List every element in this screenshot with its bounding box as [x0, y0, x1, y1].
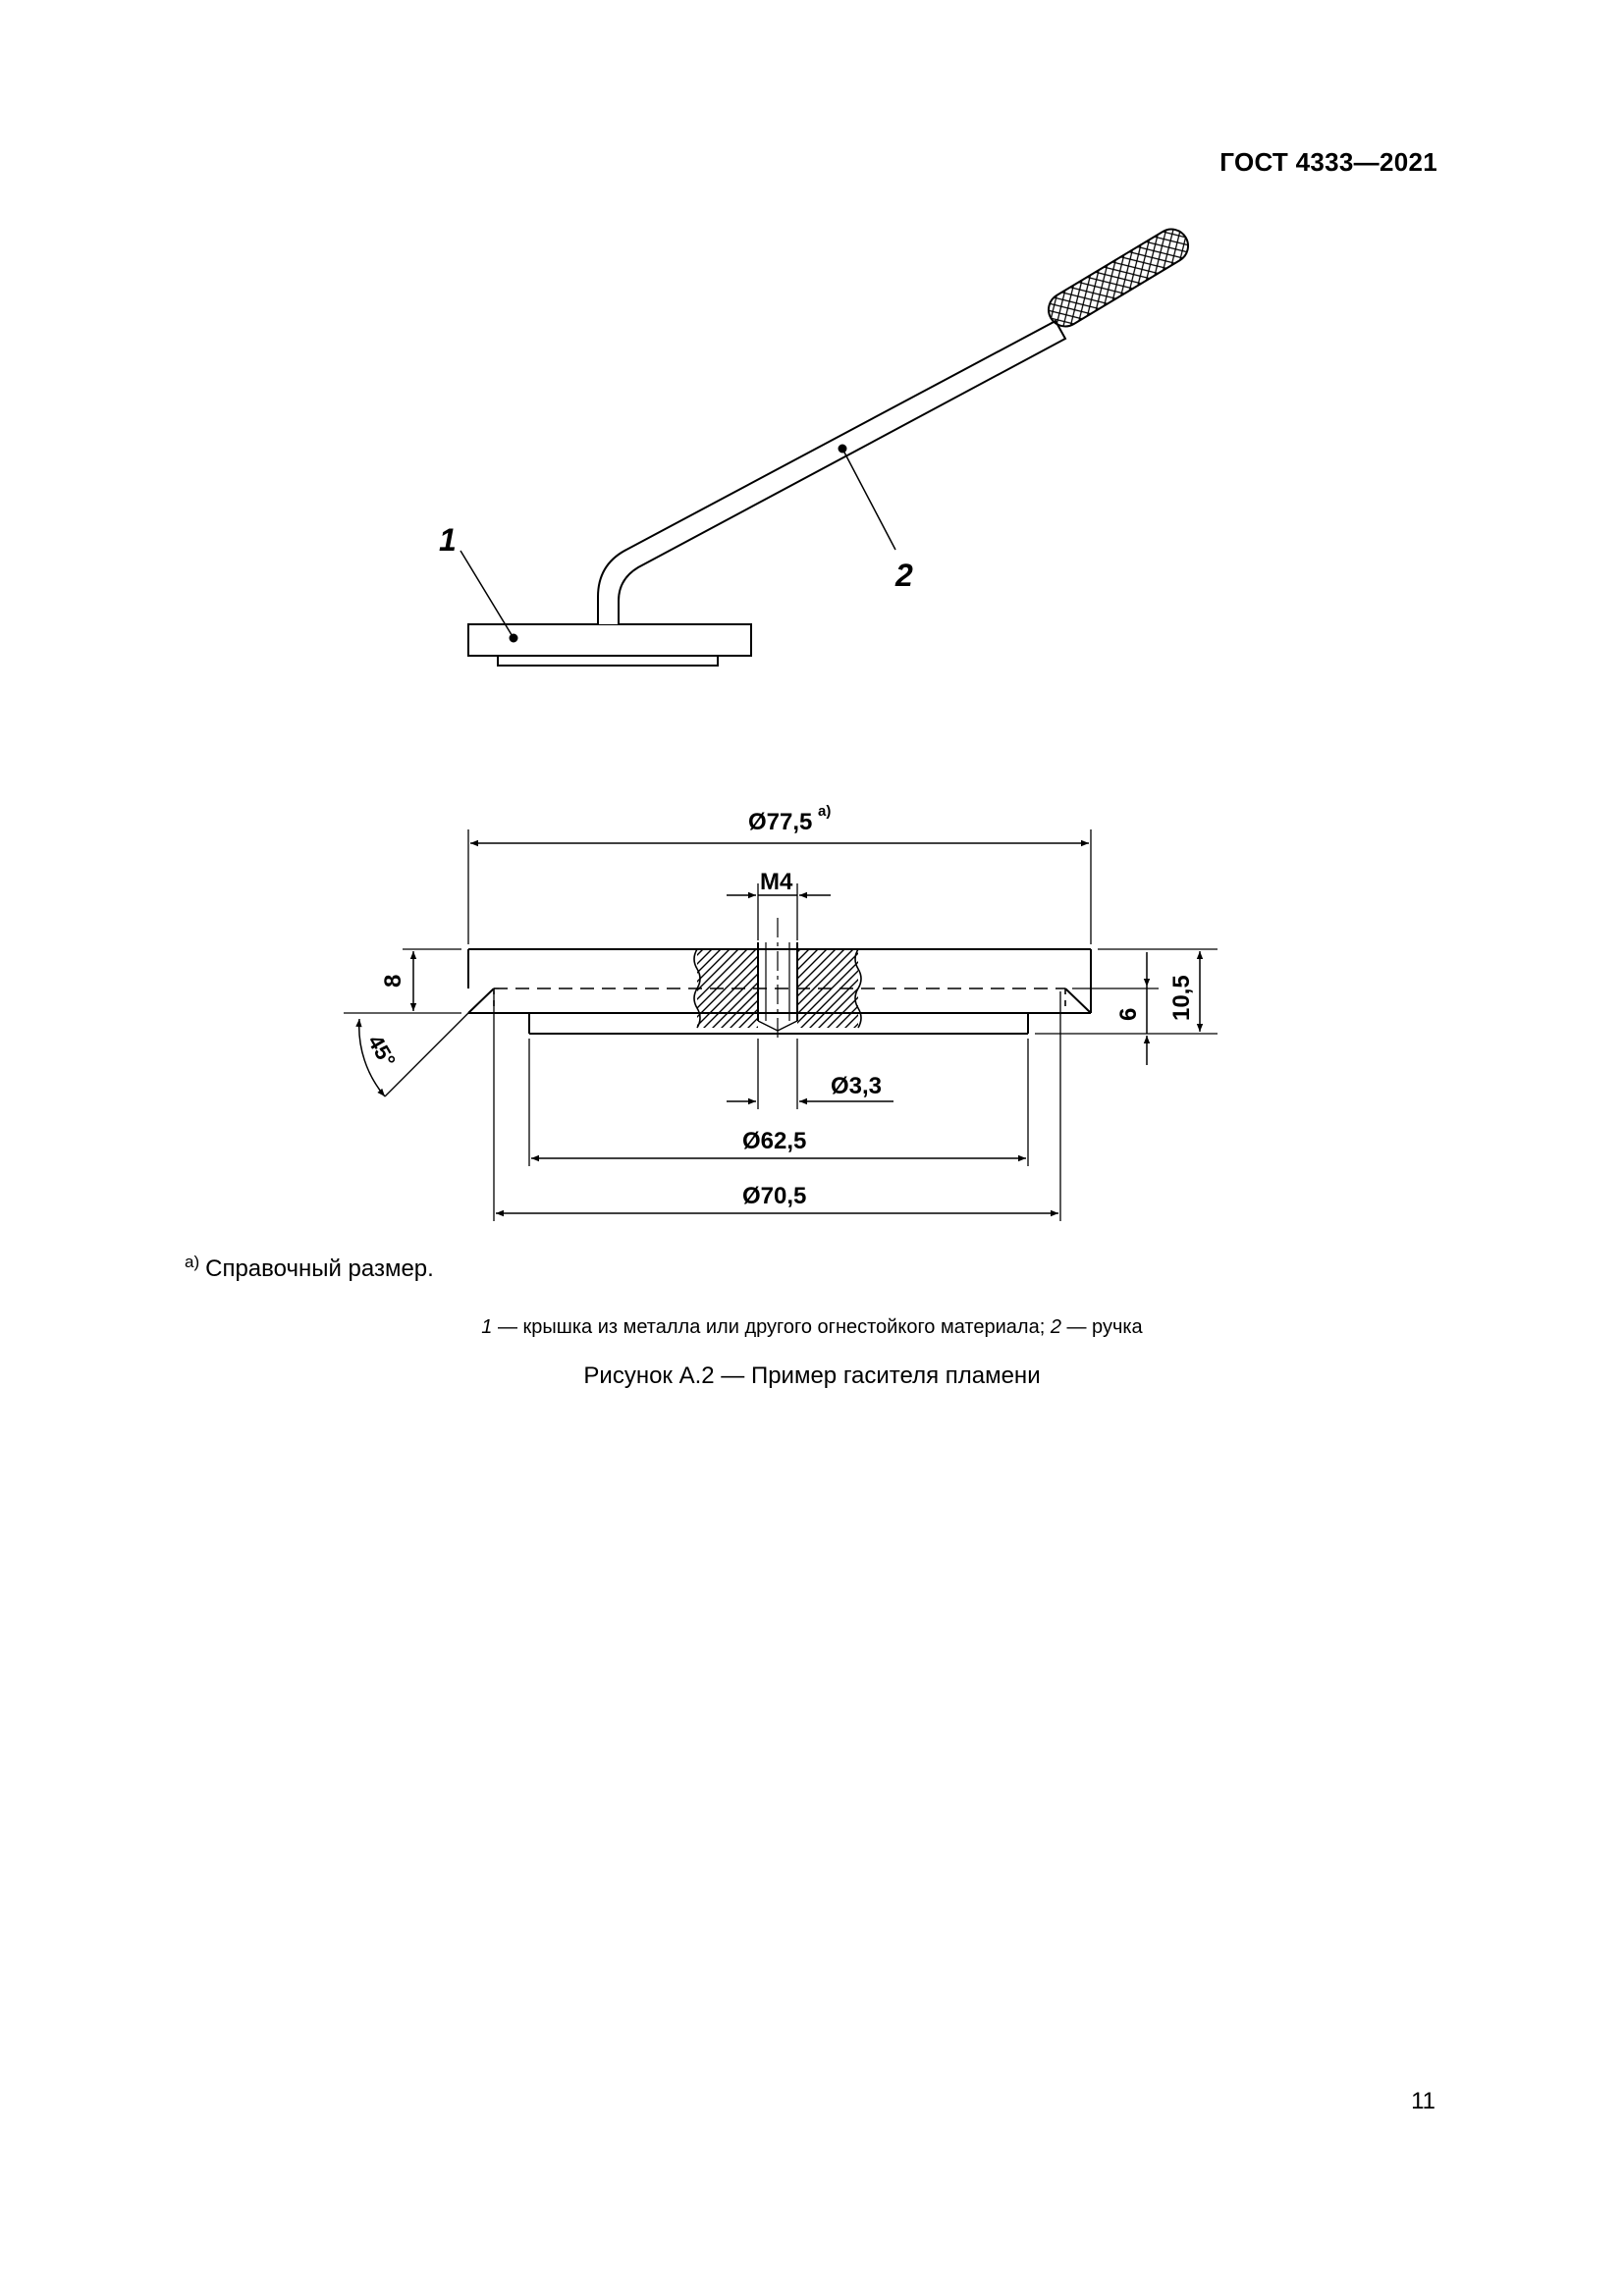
legend-num-2: 2: [1050, 1316, 1061, 1338]
hatch-left: [697, 949, 758, 1028]
legend-num-1: 1: [481, 1316, 493, 1338]
dim-d77-5-ref: a): [818, 803, 831, 820]
figure-caption: Рисунок А.2 — Пример гасителя пламени: [583, 1362, 1041, 1389]
page-number: 11: [1411, 2088, 1435, 2114]
dim-h10-5: 10,5: [1168, 975, 1195, 1021]
footnote-text: Справочный размер.: [205, 1255, 434, 1282]
footnote: a) Справочный размер.: [185, 1253, 434, 1283]
figure-legend: 1 — крышка из металла или другого огнест…: [0, 1316, 1624, 1339]
dim-d62-5: Ø62,5: [742, 1128, 806, 1154]
dim-d70-5: Ø70,5: [742, 1183, 806, 1209]
dim-h6: 6: [1115, 1008, 1142, 1021]
footnote-marker: a): [185, 1253, 200, 1271]
flame-extinguisher-drawing: 1 2: [344, 228, 1218, 1221]
callout-1-label: 1: [439, 522, 457, 558]
document-id: ГОСТ 4333—2021: [1219, 147, 1437, 177]
dim-d3-3: Ø3,3: [831, 1073, 882, 1099]
handle-rod: [597, 319, 1067, 624]
dim-m4: M4: [760, 869, 793, 895]
knurled-grip: [1047, 228, 1190, 328]
section-view: [344, 829, 1218, 1221]
legend-text-2: — ручка: [1060, 1316, 1143, 1338]
legend-text-1: — крышка из металла или другого огнестой…: [492, 1316, 1051, 1338]
callout-2-label: 2: [894, 558, 913, 593]
dim-angle-45: 45°: [363, 1031, 401, 1071]
dim-d77-5: Ø77,5: [748, 809, 812, 835]
cap-bottom-lip: [497, 655, 719, 667]
isometric-view: [460, 228, 1190, 667]
dimension-lines: [355, 839, 1204, 1217]
dim-h8: 8: [380, 975, 406, 988]
